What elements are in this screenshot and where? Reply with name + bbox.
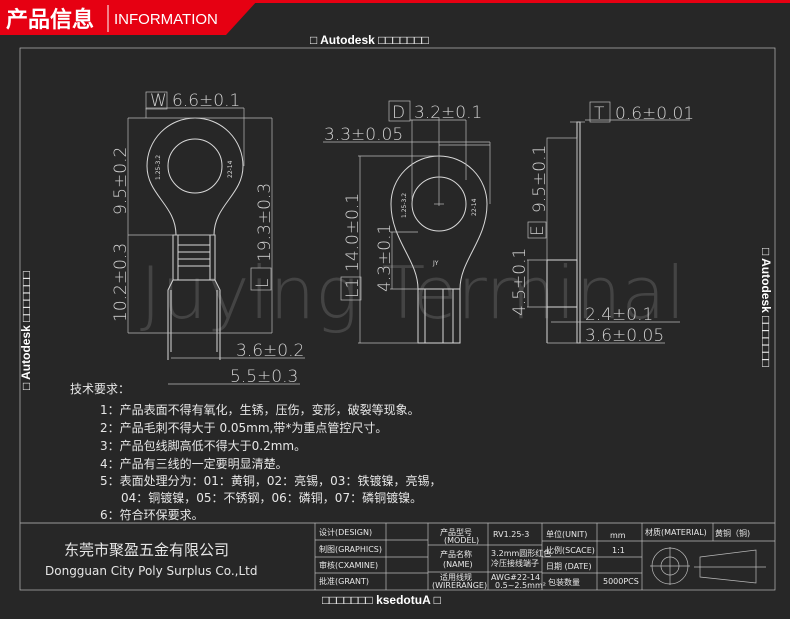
- requirement-item: 2：产品毛刺不得大于 0.05mm,带*为重点管控尺寸。: [100, 420, 387, 435]
- e-dimension: 9.5±0.1: [530, 145, 550, 213]
- design-label: 设计(DESIGN): [319, 527, 372, 537]
- outer-width-dimension: 5.5±0.3: [230, 367, 298, 387]
- grant-label: 批准(GRANT): [319, 576, 369, 586]
- inner-diameter-dimension: 2.4±0.1: [585, 305, 653, 325]
- header-title-cn: 产品信息: [6, 7, 94, 32]
- requirement-item: 6：符合环保要求。: [100, 507, 204, 522]
- mark-left: 1.25-3.2: [155, 155, 162, 180]
- wire-label: 适用线规: [440, 572, 472, 582]
- front-view: [127, 91, 305, 385]
- model-value: RV1.25-3: [493, 530, 529, 539]
- scale-label: 比例(SCACE): [546, 545, 595, 555]
- w-dimension: 6.6±0.1: [172, 91, 240, 111]
- title-block-grid: [314, 523, 775, 590]
- ring-mark-left: 1.25-3.2: [401, 193, 408, 218]
- company-name-en: Dongguan City Poly Surplus Co.,Ltd: [45, 564, 257, 578]
- model-label-en: (MODEL): [444, 536, 479, 545]
- ring-view: [323, 100, 491, 344]
- outer-diameter-dimension: 3.6±0.05: [585, 326, 664, 346]
- side-label-right: □ Autodesk □□□□□□□: [759, 248, 773, 367]
- wire-value-line1: AWG#22-14: [491, 573, 540, 582]
- t-dimension: 0.6±0.01: [615, 104, 694, 124]
- name-value-line1: 3.2mm圆形红色: [491, 548, 551, 558]
- pack-value: 5000PCS: [603, 577, 639, 586]
- requirement-item: 04：铜镀镍，05：不锈钢，06：磷铜，07：磷铜镀镍。: [121, 490, 422, 505]
- pack-label: 包装数量: [548, 577, 580, 587]
- wire-value-line2: 0.5~2.5mm²: [495, 581, 546, 590]
- requirements-title: 技术要求：: [70, 382, 130, 396]
- material-value: 黄铜（铜): [715, 528, 750, 538]
- examine-label: 审核(CXAMINE): [319, 560, 378, 570]
- name-label: 产品名称: [440, 549, 472, 559]
- ring-mark-right: 22-14: [471, 198, 478, 216]
- l1-dimension: 14.0±0.1: [343, 193, 363, 272]
- company-name-cn: 东莞市聚盈五金有限公司: [64, 541, 229, 559]
- ring-logo: JY: [432, 260, 439, 267]
- requirement-item: 1：产品表面不得有氧化，生锈，压伤，变形，破裂等现象。: [100, 402, 420, 417]
- inner-width-dimension: 3.6±0.2: [236, 341, 304, 361]
- header-banner: [0, 0, 258, 35]
- sleeve-height-dimension: 10.2±0.3: [111, 243, 131, 322]
- t-box-label: T: [594, 104, 605, 124]
- unit-value: mm: [610, 531, 626, 540]
- wire-label-en: (WIRERANGE): [432, 581, 487, 590]
- unit-label: 单位(UNIT): [546, 529, 587, 539]
- d-dimension: 3.2±0.1: [414, 103, 482, 123]
- side-label-bottom: □□□□□□□ ksedotuA □: [322, 593, 441, 607]
- scale-value: 1:1: [612, 546, 625, 555]
- l1-box-label: L1: [343, 278, 363, 298]
- ring-hole: [167, 138, 223, 194]
- header-accent-line: [0, 0, 790, 3]
- total-length-dimension: 19.3±0.3: [255, 183, 275, 262]
- side-label-left: □ Autodesk □□□□□□□: [19, 271, 33, 390]
- graphics-label: 制图(GRAPHICS): [319, 544, 382, 554]
- requirement-item: 5：表面处理分为：01：黄铜，02：亮锡，03：铁镀镍，亮锡，: [100, 473, 441, 488]
- drawing-frame: [19, 47, 776, 591]
- material-label: 材质(MATERIAL): [645, 527, 707, 537]
- model-label: 产品型号: [440, 527, 472, 537]
- name-label-en: (NAME): [443, 560, 473, 569]
- neck-dimension: 4.3±0.1: [375, 224, 395, 292]
- side-label-top: □ Autodesk □□□□□□□: [310, 33, 429, 47]
- barrel-height-dimension: 4.5±0.1: [510, 248, 530, 316]
- w-box-label: W: [150, 91, 167, 111]
- e-box-label: E: [528, 225, 548, 236]
- requirement-item: 4：产品有三线的一定要明显清楚。: [100, 456, 288, 471]
- l-box-label: L: [253, 279, 273, 288]
- side-view: [527, 101, 690, 344]
- mark-right: 22-14: [227, 160, 234, 178]
- ring-height-dimension: 9.5±0.2: [111, 147, 131, 215]
- name-value-line2: 冷压接线端子: [491, 558, 539, 568]
- header-title-en: INFORMATION: [114, 11, 218, 28]
- requirement-item: 3：产品包线脚高低不得大于0.2mm。: [100, 438, 306, 453]
- d-box-label: D: [392, 103, 405, 123]
- date-label: 日期 (DATE): [546, 562, 592, 571]
- offset-dimension: 3.3±0.05: [324, 125, 403, 145]
